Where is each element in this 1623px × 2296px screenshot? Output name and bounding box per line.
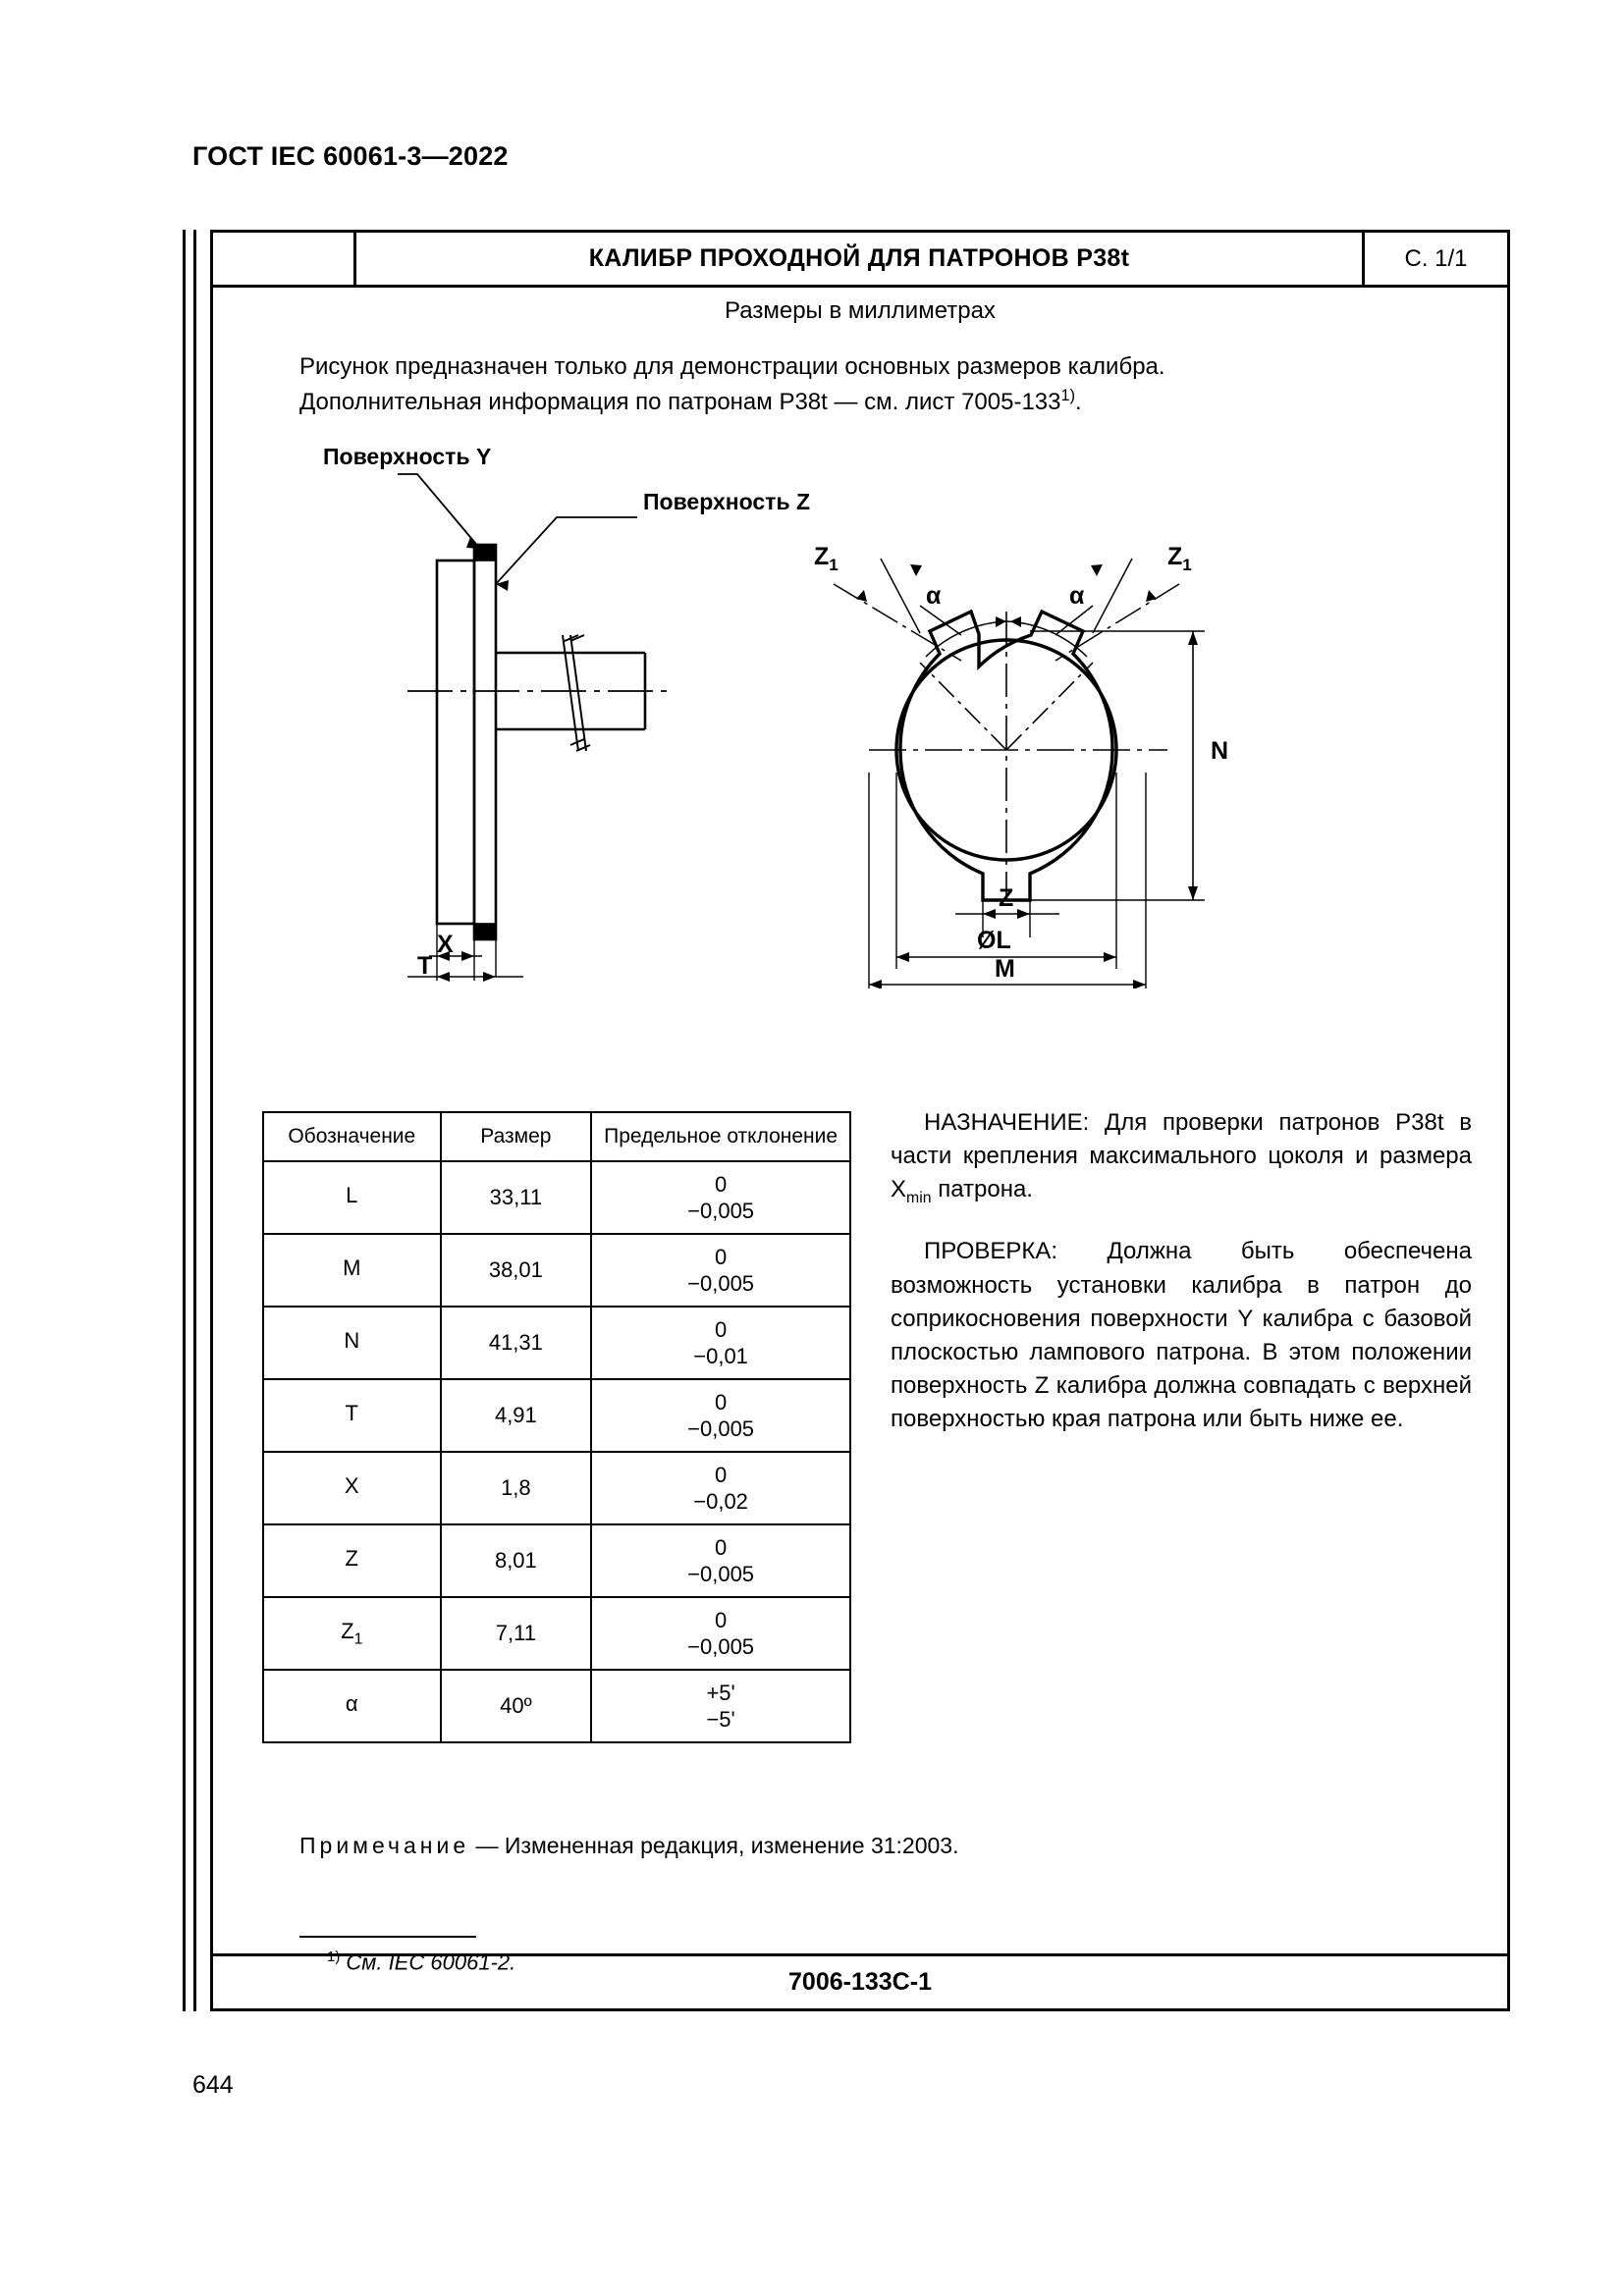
purpose-paragraph: НАЗНАЧЕНИЕ: Для проверки патронов P38t в…	[891, 1106, 1472, 1209]
cell-symbol: L	[262, 1160, 442, 1235]
check-text: Должна быть обеспечена возможность устан…	[891, 1238, 1472, 1432]
cell-size: 4,91	[439, 1378, 593, 1453]
cell-symbol: Z1	[262, 1596, 442, 1671]
table-header-row: Обозначение Размер Предельное отклонение	[262, 1111, 851, 1162]
note-block: Примечание — Измененная редакция, измене…	[299, 1833, 1429, 1859]
cell-tolerance: 0 −0,02	[590, 1451, 851, 1525]
front-circular-view	[833, 558, 1205, 988]
datasheet-frame: КАЛИБР ПРОХОДНОЙ ДЛЯ ПАТРОНОВ P38t С. 1/…	[210, 230, 1510, 2011]
label-dim-z1-right: Z1	[1167, 543, 1192, 574]
table-row: α 40º +5' −5'	[262, 1669, 851, 1743]
intro-line-2-text: Дополнительная информация по патронам P3…	[299, 388, 1061, 415]
check-paragraph: ПРОВЕРКА: Должна быть обеспечена возможн…	[891, 1235, 1472, 1435]
cell-symbol: Z	[262, 1523, 442, 1598]
label-surface-z: Поверхность Z	[643, 489, 810, 514]
footnote-mark: 1)	[327, 1949, 341, 1965]
cell-symbol: N	[262, 1306, 442, 1380]
cell-size: 33,11	[439, 1160, 593, 1235]
label-dim-z1-left: Z1	[814, 543, 839, 574]
column-header-symbol: Обозначение	[262, 1111, 442, 1162]
label-dim-x: X	[437, 931, 454, 958]
specification-table: Обозначение Размер Предельное отклонение…	[262, 1111, 851, 1743]
cell-tolerance: 0 −0,005	[590, 1378, 851, 1453]
sheet-id: 7006-133C-1	[788, 1968, 932, 1996]
column-header-size: Размер	[439, 1111, 593, 1162]
note-label: Примечание	[299, 1833, 470, 1858]
label-dim-alpha-left: α	[926, 582, 942, 610]
side-section-view	[398, 473, 675, 982]
table-row: Z1 7,11 0 −0,005	[262, 1596, 851, 1671]
cell-size: 8,01	[439, 1523, 593, 1598]
frame-spine-rules	[183, 230, 196, 2011]
column-header-tolerance: Предельное отклонение	[590, 1111, 851, 1162]
purpose-text-2: патрона.	[931, 1176, 1033, 1203]
label-dim-t: T	[417, 952, 432, 980]
table-row: L 33,11 0 −0,005	[262, 1160, 851, 1235]
table-row: Z 8,01 0 −0,005	[262, 1523, 851, 1598]
cell-tolerance: 0 −0,01	[590, 1306, 851, 1380]
cell-tolerance: 0 −0,005	[590, 1596, 851, 1671]
label-dim-diameter-l: ØL	[977, 927, 1011, 954]
cell-size: 7,11	[439, 1596, 593, 1671]
label-surface-y: Поверхность Y	[323, 444, 491, 469]
table-row: M 38,01 0 −0,005	[262, 1233, 851, 1308]
cell-size: 38,01	[439, 1233, 593, 1308]
cell-tolerance: 0 −0,005	[590, 1233, 851, 1308]
intro-footnote-mark: 1)	[1060, 386, 1076, 404]
description-block: НАЗНАЧЕНИЕ: Для проверки патронов P38t в…	[891, 1106, 1472, 1436]
sheet-title: КАЛИБР ПРОХОДНОЙ ДЛЯ ПАТРОНОВ P38t	[588, 244, 1130, 272]
intro-line-2: Дополнительная информация по патронам P3…	[299, 385, 1419, 420]
cell-tolerance: 0 −0,005	[590, 1523, 851, 1598]
intro-paragraph: Рисунок предназначен только для демонстр…	[299, 350, 1419, 420]
cell-symbol: X	[262, 1451, 442, 1525]
intro-line-2-tail: .	[1075, 388, 1082, 415]
page-number: 644	[192, 2071, 234, 2099]
sheet-title-bar: КАЛИБР ПРОХОДНОЙ ДЛЯ ПАТРОНОВ P38t С. 1/…	[213, 233, 1507, 288]
cell-symbol: M	[262, 1233, 442, 1308]
title-blank-cell	[213, 233, 356, 285]
table-row: N 41,31 0 −0,01	[262, 1306, 851, 1380]
table-row: T 4,91 0 −0,005	[262, 1378, 851, 1453]
purpose-subscript: min	[906, 1189, 932, 1206]
label-dim-m: M	[995, 955, 1015, 983]
cell-size: 40º	[439, 1669, 593, 1743]
standard-number-header: ГОСТ IEC 60061-3—2022	[192, 141, 509, 171]
cell-symbol: T	[262, 1378, 442, 1453]
label-dim-z: Z	[999, 884, 1013, 912]
sheet-page-label: С. 1/1	[1362, 233, 1507, 285]
table-row: X 1,8 0 −0,02	[262, 1451, 851, 1525]
sheet-id-bar: 7006-133C-1	[213, 1953, 1507, 2008]
note-text: — Измененная редакция, изменение 31:2003…	[469, 1833, 959, 1858]
label-dim-n: N	[1211, 737, 1228, 765]
label-dim-alpha-right: α	[1069, 582, 1085, 610]
footnote-separator	[299, 1936, 476, 1938]
check-label: ПРОВЕРКА:	[924, 1238, 1058, 1265]
units-note: Размеры в миллиметрах	[725, 297, 996, 324]
technical-drawing: Поверхность Y Поверхность Z X T	[233, 439, 1499, 988]
cell-size: 41,31	[439, 1306, 593, 1380]
intro-line-1: Рисунок предназначен только для демонстр…	[299, 353, 1165, 380]
cell-size: 1,8	[439, 1451, 593, 1525]
purpose-label: НАЗНАЧЕНИЕ:	[924, 1109, 1090, 1136]
cell-tolerance: +5' −5'	[590, 1669, 851, 1743]
cell-tolerance: 0 −0,005	[590, 1160, 851, 1235]
purpose-text-1: Для проверки патронов P38t в части крепл…	[891, 1109, 1472, 1203]
cell-symbol: α	[262, 1669, 442, 1743]
